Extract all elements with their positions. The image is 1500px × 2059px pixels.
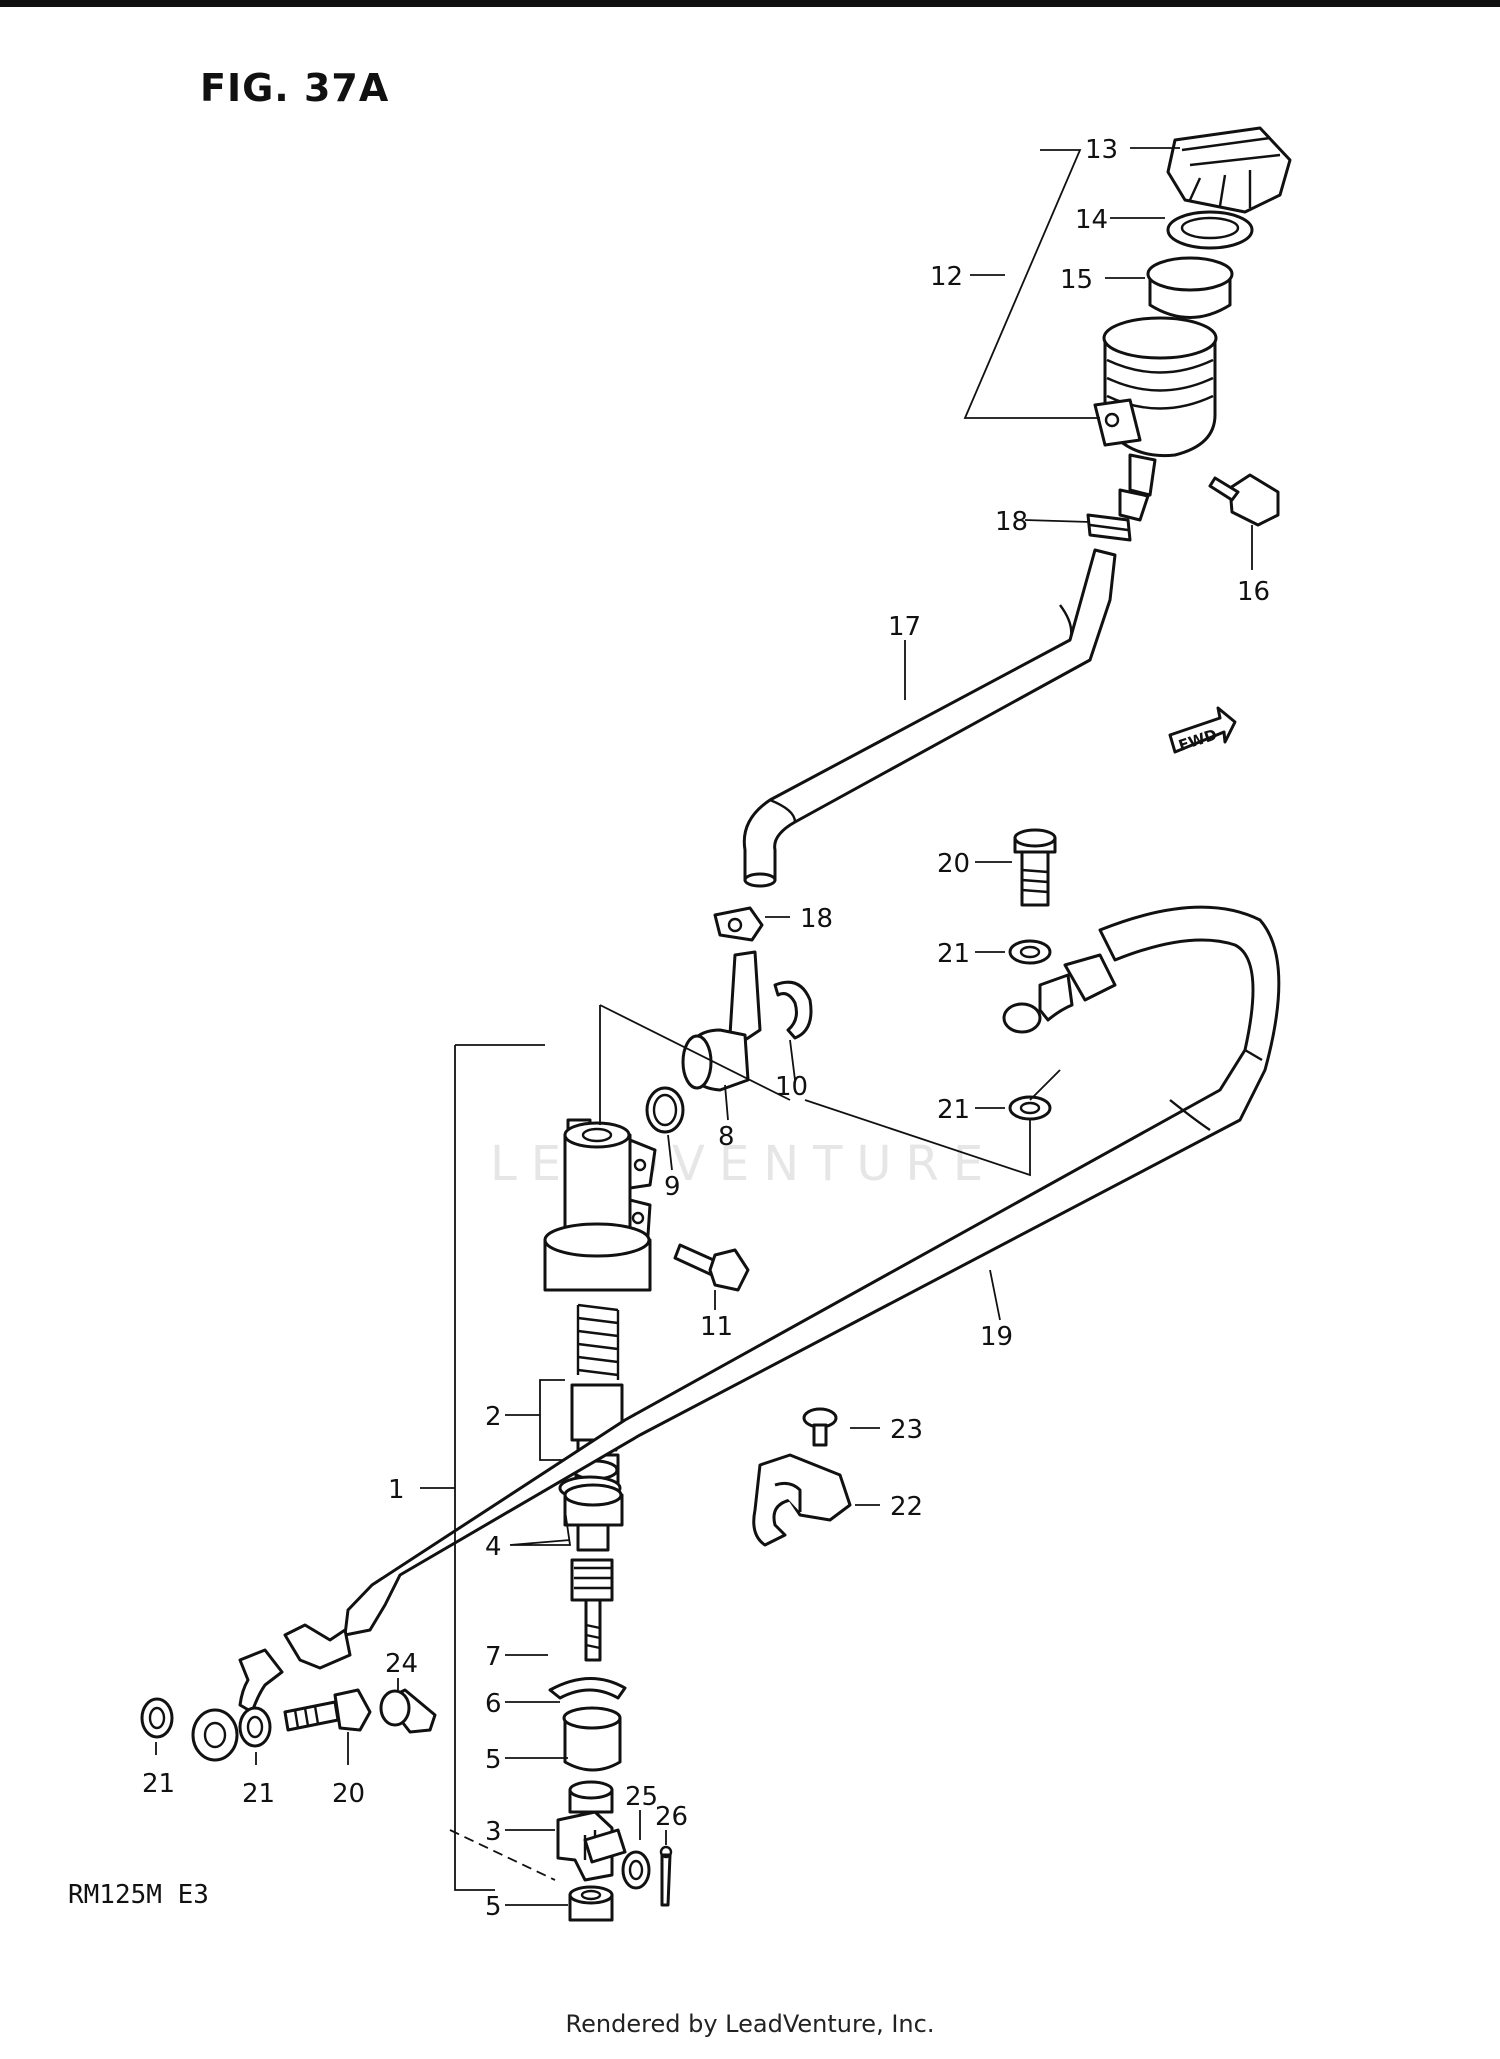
- callout-20-lower: 20: [332, 1779, 365, 1809]
- callout-22: 22: [890, 1492, 923, 1522]
- callout-3: 3: [485, 1817, 502, 1847]
- boot: [562, 1706, 622, 1772]
- guide-screw: [802, 1407, 838, 1447]
- snap-ring: [548, 1677, 627, 1700]
- callout-14: 14: [1075, 205, 1108, 235]
- cotter-pin: [659, 1845, 673, 1907]
- callout-26: 26: [655, 1802, 688, 1832]
- spring: [576, 1303, 620, 1380]
- callout-24: 24: [385, 1649, 418, 1679]
- figure-title: FIG. 37A: [200, 66, 390, 110]
- push-rod: [563, 1483, 624, 1662]
- callout-17: 17: [888, 612, 921, 642]
- callout-18-upper: 18: [995, 507, 1028, 537]
- gasket-washers-lower: [140, 1697, 272, 1748]
- callout-7: 7: [485, 1642, 502, 1672]
- fwd-direction-arrow: FWD: [1168, 706, 1237, 755]
- callout-15: 15: [1060, 265, 1093, 295]
- leader-lines: [155, 147, 1253, 1906]
- callout-5-lower: 5: [485, 1892, 502, 1922]
- reservoir-bolt: [1208, 473, 1280, 527]
- callout-21-b: 21: [937, 1095, 970, 1125]
- pin-bolt: [379, 1688, 437, 1734]
- union-bolt-upper: [1013, 828, 1057, 907]
- callout-25: 25: [625, 1782, 658, 1812]
- top-border: [0, 0, 1500, 7]
- callout-6: 6: [485, 1689, 502, 1719]
- callout-11: 11: [700, 1312, 733, 1342]
- model-code: RM125M E3: [68, 1880, 209, 1910]
- callout-9: 9: [664, 1172, 681, 1202]
- reservoir-body: [1093, 316, 1218, 522]
- callout-18-lower: 18: [800, 904, 833, 934]
- callout-4: 4: [485, 1532, 502, 1562]
- callout-21-c: 21: [142, 1769, 175, 1799]
- gasket-washers-upper: [1002, 939, 1052, 1121]
- footer-credit: Rendered by LeadVenture, Inc.: [565, 2010, 935, 2038]
- callout-5-upper: 5: [485, 1745, 502, 1775]
- washer-small: [621, 1850, 651, 1890]
- hose-clip-lower: [713, 906, 764, 942]
- callout-20-upper: 20: [937, 849, 970, 879]
- callout-1: 1: [388, 1475, 405, 1505]
- callout-8: 8: [718, 1122, 735, 1152]
- clevis-pin: [583, 1828, 627, 1864]
- callout-23: 23: [890, 1415, 923, 1445]
- callout-13: 13: [1085, 135, 1118, 165]
- reservoir-diaphragm: [1146, 256, 1234, 319]
- callout-2: 2: [485, 1402, 502, 1432]
- nut-upper: [568, 1780, 614, 1814]
- reservoir-diaphragm-plate: [1166, 210, 1254, 250]
- screw: [673, 1243, 750, 1292]
- callout-21-d: 21: [242, 1779, 275, 1809]
- master-cylinder-body: [543, 1118, 657, 1292]
- callout-labels: 13 14 12 15 18 16 17 20 18 21 10 21 8 9 …: [142, 135, 1270, 1922]
- callout-19: 19: [980, 1322, 1013, 1352]
- union-bolt-lower: [283, 1688, 372, 1732]
- callout-21-a: 21: [937, 939, 970, 969]
- reservoir-hose: [742, 548, 1117, 888]
- brake-hose: [238, 905, 1281, 1714]
- nut-lower: [568, 1885, 614, 1922]
- hose-end-banjo: [191, 1708, 239, 1762]
- o-ring: [645, 1086, 685, 1134]
- callout-12: 12: [930, 262, 963, 292]
- hose-clip-upper: [1086, 513, 1132, 542]
- hose-joint: [681, 950, 762, 1092]
- reservoir-cap: [1166, 126, 1292, 214]
- callout-10: 10: [775, 1072, 808, 1102]
- hose-guide-clamp: [752, 1453, 852, 1547]
- circlip: [773, 980, 813, 1040]
- callout-16: 16: [1237, 577, 1270, 607]
